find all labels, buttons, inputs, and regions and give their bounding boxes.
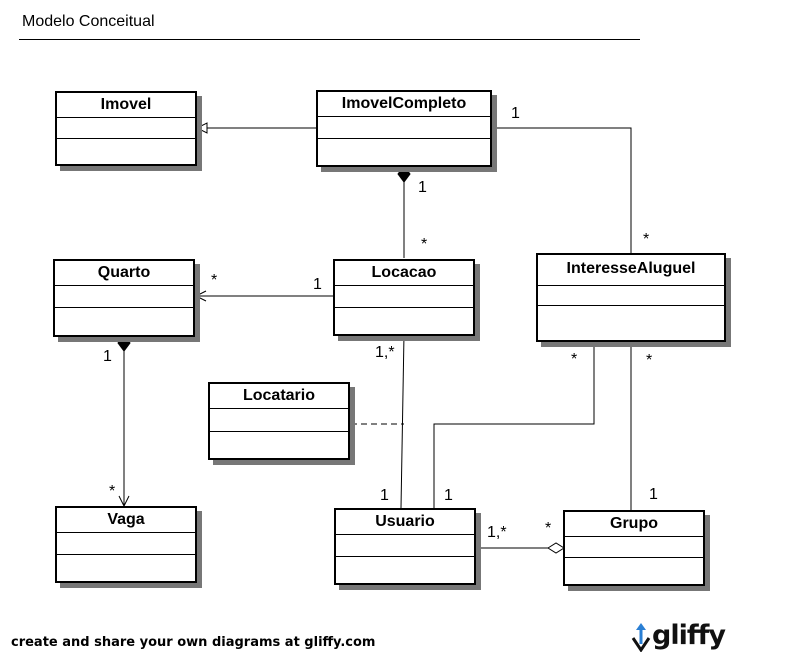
class-imovel-operations: [57, 139, 195, 164]
class-quarto-name: Quarto: [55, 261, 193, 286]
mult-interesse-grupo-source: *: [646, 352, 653, 369]
gliffy-logo[interactable]: gliffy: [630, 618, 726, 656]
class-quarto-operations: [55, 308, 193, 335]
class-locatario[interactable]: Locatario: [208, 382, 350, 460]
class-imovel-attributes: [57, 118, 195, 139]
class-interessealuguel[interactable]: InteresseAluguel: [536, 253, 726, 342]
class-quarto-attributes: [55, 286, 193, 308]
mult-quarto-vaga-target: *: [109, 483, 116, 500]
mult-interesse-usuario-target: 1: [444, 487, 453, 504]
class-imovel[interactable]: Imovel: [55, 91, 197, 166]
class-locatario-attributes: [210, 409, 348, 432]
class-interessealuguel-attributes: [538, 286, 724, 306]
mult-imovelcompleto-locacao-source: 1: [418, 179, 427, 196]
mult-locacao-quarto-source: 1: [313, 276, 322, 293]
class-grupo-attributes: [565, 537, 703, 558]
class-interessealuguel-name: InteresseAluguel: [538, 255, 724, 286]
class-locatario-operations: [210, 432, 348, 458]
class-vaga-operations: [57, 555, 195, 581]
mult-interesse-grupo-target: 1: [649, 486, 658, 503]
mult-usuario-grupo-source: 1,*: [487, 524, 507, 541]
class-imovelcompleto[interactable]: ImovelCompleto: [316, 90, 492, 167]
class-locacao-operations: [335, 308, 473, 334]
title-divider: [19, 39, 640, 40]
class-grupo-name: Grupo: [565, 512, 703, 537]
composition-diamond-imovelcompleto: [397, 165, 411, 183]
open-arrowhead-quarto: [194, 290, 207, 302]
association-imovelcompleto-interesse: [491, 127, 632, 253]
class-usuario-name: Usuario: [336, 510, 474, 535]
mult-usuario-grupo-target: *: [545, 520, 552, 537]
gliffy-logo-icon: [631, 623, 651, 652]
association-interesse-usuario: [433, 341, 595, 508]
mult-imovelcompleto-locacao-target: *: [421, 236, 428, 253]
class-grupo-operations: [565, 558, 703, 584]
class-usuario[interactable]: Usuario: [334, 508, 476, 585]
mult-locacao-usuario-source: 1,*: [375, 344, 395, 361]
mult-locacao-usuario-target: 1: [380, 487, 389, 504]
class-imovelcompleto-attributes: [318, 117, 490, 139]
diagram-title: Modelo Conceitual: [22, 13, 155, 30]
class-usuario-attributes: [336, 535, 474, 557]
class-locacao-attributes: [335, 286, 473, 308]
class-vaga[interactable]: Vaga: [55, 506, 197, 583]
class-quarto[interactable]: Quarto: [53, 259, 195, 337]
composition-diamond-quarto: [117, 334, 131, 352]
gliffy-logo-text: gliffy: [652, 620, 726, 651]
class-vaga-name: Vaga: [57, 508, 195, 533]
class-imovel-name: Imovel: [57, 93, 195, 118]
class-interessealuguel-operations: [538, 306, 724, 340]
class-vaga-attributes: [57, 533, 195, 555]
class-locacao-name: Locacao: [335, 261, 473, 286]
class-grupo[interactable]: Grupo: [563, 510, 705, 586]
mult-interesse-usuario-source: *: [571, 351, 578, 368]
mult-imovelcompleto-interesse-source: 1: [511, 105, 520, 122]
class-usuario-operations: [336, 557, 474, 583]
association-locacao-usuario: [400, 333, 405, 509]
class-imovelcompleto-operations: [318, 139, 490, 165]
generalization-arrowhead: [195, 122, 208, 134]
mult-imovelcompleto-interesse-target: *: [643, 231, 650, 248]
aggregation-diamond-grupo: [547, 542, 565, 554]
mult-locacao-quarto-target: *: [211, 272, 218, 289]
footer-text[interactable]: create and share your own diagrams at gl…: [11, 635, 376, 650]
mult-quarto-vaga-source: 1: [103, 348, 112, 365]
class-locatario-name: Locatario: [210, 384, 348, 409]
class-locacao[interactable]: Locacao: [333, 259, 475, 336]
class-imovelcompleto-name: ImovelCompleto: [318, 92, 490, 117]
